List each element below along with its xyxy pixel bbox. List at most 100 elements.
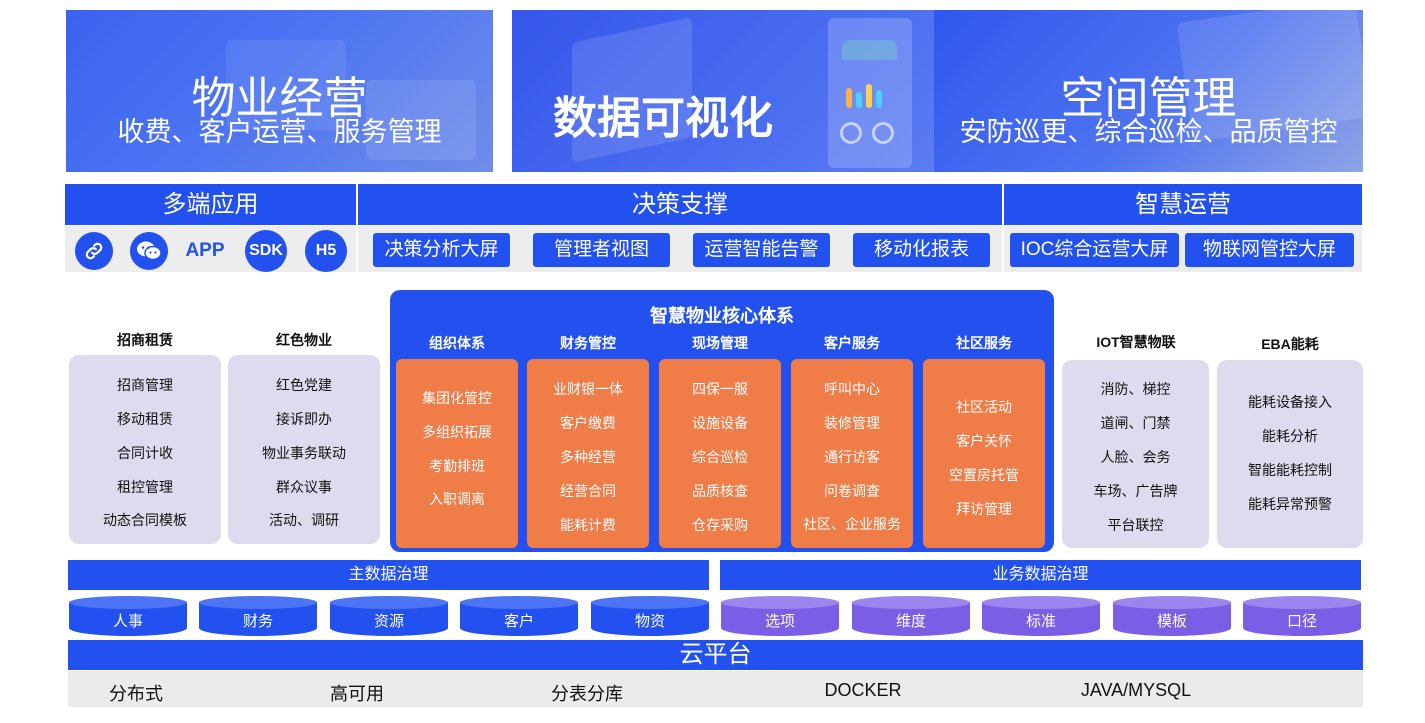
list-item: 集团化管控 (396, 388, 518, 408)
list-item: 经营合同 (527, 481, 649, 501)
list-item: 移动租赁 (69, 409, 221, 429)
db-cylinder-options: 选项 (721, 596, 839, 636)
smart-ops-item-iot[interactable]: 物联网管控大屏 (1185, 233, 1354, 267)
list-item: 空置房托管 (923, 465, 1045, 485)
db-cylinder-resource: 资源 (330, 596, 448, 636)
wechat-icon[interactable] (130, 232, 168, 270)
col-title-iot: IOT智慧物联 (1063, 332, 1209, 352)
cloud-feature: 分表分库 (527, 680, 647, 706)
list-item: 物业事务联动 (228, 443, 380, 463)
list-item: 车场、广告牌 (1062, 481, 1209, 501)
sdk-icon[interactable]: SDK (245, 230, 287, 272)
h5-icon[interactable]: H5 (305, 230, 347, 272)
banner-title: 数据可视化 (512, 82, 934, 146)
banner-data-visualization: 数据可视化 (512, 10, 934, 172)
db-label: 口径 (1243, 610, 1361, 631)
decision-item-smart-alert[interactable]: 运营智能告警 (693, 233, 830, 267)
list-item: 问卷调查 (791, 481, 913, 501)
list-item: 拜访管理 (923, 499, 1045, 519)
red-property-box: 红色党建 接诉即办 物业事务联动 群众议事 活动、调研 (228, 355, 380, 544)
core-box-org: 集团化管控 多组织拓展 考勤排班 入职调离 (396, 359, 518, 548)
list-item: 品质核查 (659, 481, 781, 501)
core-col-title-org: 组织体系 (396, 333, 518, 353)
list-item: 呼叫中心 (791, 379, 913, 399)
db-label: 维度 (852, 610, 970, 631)
list-item: 平台联控 (1062, 515, 1209, 535)
list-item: 群众议事 (228, 477, 380, 497)
list-item: 消防、梯控 (1062, 379, 1209, 399)
decision-item-mobile-report[interactable]: 移动化报表 (853, 233, 990, 267)
decision-header: 决策支撑 (358, 184, 1002, 225)
db-label: 财务 (199, 610, 317, 631)
list-item: 能耗异常预警 (1217, 494, 1363, 514)
decision-item-dashboard[interactable]: 决策分析大屏 (373, 233, 510, 267)
cloud-feature: 高可用 (307, 680, 407, 706)
banner-property-operation: 物业经营 收费、客户运营、服务管理 (66, 10, 493, 172)
db-cylinder-materials: 物资 (591, 596, 709, 636)
db-label: 选项 (721, 610, 839, 631)
list-item: 智能能耗控制 (1217, 460, 1363, 480)
smart-ops-item-ioc[interactable]: IOC综合运营大屏 (1010, 233, 1179, 267)
decision-item-manager-view[interactable]: 管理者视图 (533, 233, 670, 267)
list-item: 合同计收 (69, 443, 221, 463)
list-item: 接诉即办 (228, 409, 380, 429)
master-data-governance: 主数据治理 (68, 560, 709, 590)
list-item: 活动、调研 (228, 510, 380, 530)
core-col-title-finance: 财务管控 (527, 333, 649, 353)
list-item: 综合巡检 (659, 447, 781, 467)
db-cylinder-caliber: 口径 (1243, 596, 1361, 636)
core-box-community: 社区活动 客户关怀 空置房托管 拜访管理 (923, 359, 1045, 548)
list-item: 招商管理 (69, 375, 221, 395)
list-item: 能耗设备接入 (1217, 392, 1363, 412)
col-title-eba: EBA能耗 (1217, 334, 1363, 354)
list-item: 道闸、门禁 (1062, 413, 1209, 433)
list-item: 客户缴费 (527, 413, 649, 433)
db-cylinder-customer: 客户 (460, 596, 578, 636)
core-col-title-field: 现场管理 (659, 333, 781, 353)
list-item: 能耗分析 (1217, 426, 1363, 446)
link-icon[interactable] (75, 232, 113, 270)
list-item: 社区活动 (923, 397, 1045, 417)
list-item: 人脸、会务 (1062, 447, 1209, 467)
list-item: 动态合同模板 (69, 510, 221, 530)
list-item: 装修管理 (791, 413, 913, 433)
core-system-title: 智慧物业核心体系 (390, 302, 1054, 328)
list-item: 能耗计费 (527, 515, 649, 535)
db-cylinder-dimension: 维度 (852, 596, 970, 636)
leasing-box: 招商管理 移动租赁 合同计收 租控管理 动态合同模板 (69, 355, 221, 544)
area-chart-icon (842, 40, 897, 60)
db-label: 客户 (460, 610, 578, 631)
list-item: 客户关怀 (923, 431, 1045, 451)
eba-box: 能耗设备接入 能耗分析 智能能耗控制 能耗异常预警 (1217, 360, 1363, 548)
banner-space-management: 空间管理 安防巡更、综合巡检、品质管控 (934, 10, 1363, 172)
cloud-feature: DOCKER (803, 680, 923, 701)
iot-box: 消防、梯控 道闸、门禁 人脸、会务 车场、广告牌 平台联控 (1062, 360, 1209, 548)
list-item: 仓存采购 (659, 515, 781, 535)
list-item: 红色党建 (228, 375, 380, 395)
db-cylinder-finance: 财务 (199, 596, 317, 636)
col-title-red-property: 红色物业 (229, 330, 379, 350)
list-item: 多种经营 (527, 447, 649, 467)
db-label: 模板 (1113, 610, 1231, 631)
list-item: 租控管理 (69, 477, 221, 497)
db-cylinder-template: 模板 (1113, 596, 1231, 636)
db-label: 物资 (591, 610, 709, 631)
banner-subtitle: 收费、客户运营、服务管理 (66, 110, 493, 149)
list-item: 业财银一体 (527, 379, 649, 399)
db-label: 资源 (330, 610, 448, 631)
core-box-finance: 业财银一体 客户缴费 多种经营 经营合同 能耗计费 (527, 359, 649, 548)
list-item: 多组织拓展 (396, 422, 518, 442)
core-col-title-community: 社区服务 (923, 333, 1045, 353)
db-cylinder-hr: 人事 (69, 596, 187, 636)
col-title-leasing: 招商租赁 (70, 330, 220, 350)
core-box-customer: 呼叫中心 装修管理 通行访客 问卷调查 社区、企业服务 (791, 359, 913, 548)
smart-ops-header: 智慧运营 (1004, 184, 1362, 225)
db-cylinder-standard: 标准 (982, 596, 1100, 636)
core-col-title-customer: 客户服务 (791, 333, 913, 353)
db-label: 标准 (982, 610, 1100, 631)
cloud-feature: 分布式 (86, 680, 186, 706)
cloud-feature: JAVA/MYSQL (1066, 680, 1206, 701)
app-icon[interactable]: APP (184, 232, 226, 270)
list-item: 设施设备 (659, 413, 781, 433)
db-label: 人事 (69, 610, 187, 631)
